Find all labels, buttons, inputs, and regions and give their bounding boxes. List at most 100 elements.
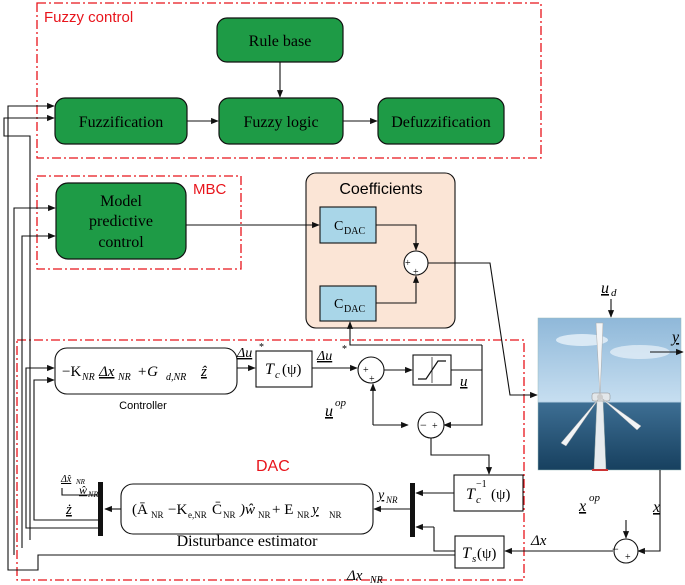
cdac-bottom-main: C [334,297,343,312]
estimator-formula-a-sub: NR [151,510,164,520]
dac-region [16,339,525,581]
u-to-cdac-arrow [346,321,482,346]
u-label: u [460,374,468,390]
delta-x-label: Δx [530,533,547,549]
tcinv-sup: −1 [476,479,487,490]
estimator-formula-a: (Ā [132,502,148,518]
controller-formula-3-sub: d,NR [166,372,186,383]
xop-sum-junction [613,538,639,564]
ts-label: T [462,545,472,562]
mpc-label-3: control [98,234,144,251]
ts-psi: (ψ) [477,546,496,562]
mbc-title: MBC [193,181,227,198]
xop-sum-minus: − [612,542,619,556]
dac-title: DAC [256,458,290,475]
fuzzy-control-region [36,2,542,159]
controller-formula-2: Δx [98,364,115,380]
tc-sub: c [275,369,280,381]
coef-sum-plus-top: + [405,258,411,269]
controller-formula-1-sub: NR [81,372,95,383]
uop-sup: op [335,397,347,409]
y-label: y [670,329,680,346]
delta-x-hat-nr-label: Δx̂ [60,474,72,485]
estimator-formula-c-sub: NR [223,510,236,520]
model-predictive-control-block [55,182,187,260]
mpc-input-bottom [21,232,56,548]
tc-transform-block [255,350,313,388]
uop-label: u [325,403,333,420]
coefficients-to-turbine [428,262,538,399]
delta-u-star-sup: * [342,344,347,355]
ud-sub: d [611,287,617,299]
delta-unr-label: Δu [236,346,252,361]
delta-u-star-label: Δu [316,349,332,364]
controller-formula-1: −K [62,364,81,380]
estimator-formula-f-sub: NR [329,510,342,520]
estimator-formula-d-sub: NR [258,510,271,520]
tc-label: T [265,361,275,378]
defuzzification-label: Defuzzification [391,114,491,131]
controller-caption: Controller [119,400,167,412]
delta-xnr-bottom-label: Δx [346,568,363,584]
estimator-formula-b: −K [168,502,187,518]
delta-x-hat-stub [61,488,98,496]
fuzzy-logic-label: Fuzzy logic [243,114,318,131]
cdac-top-sub: DAC [344,226,365,237]
wind-turbine-image [537,317,682,471]
cdac-bottom-to-sum [376,275,420,304]
tcinv-psi: (ψ) [491,487,510,503]
cdac-block-bottom [319,285,377,322]
uop-sum-plus-left: + [363,365,369,376]
ud-label: u [601,280,609,297]
estimator-formula-e: + E [272,502,293,518]
ts-to-bar-wire [433,527,455,552]
w-hat-nr-label: ŵ [79,483,87,497]
tcinv-label: T [466,486,476,503]
coef-sum-plus-bottom: + [413,267,419,278]
estimator-input-mux [410,483,415,537]
uop-sum-plus-bottom: + [369,374,375,385]
xop-sum-plus: + [625,552,631,563]
cdac-block-top [319,206,377,244]
mpc-input-top [13,204,56,555]
z-dot-label: ż [65,502,72,518]
estimator-formula-b-sub: e,NR [188,510,207,520]
cdac-bottom-sub: DAC [344,304,365,315]
delta-x-hat-nr-sub: NR [75,478,86,486]
disturbance-estimator-label: Disturbance estimator [177,533,319,550]
defuzzification-block [377,97,505,145]
ynr-sub: NR [385,495,398,505]
controller-formula-3: +G [137,364,158,380]
tc-inverse-block [453,474,524,512]
controller-formula-2-sub: NR [117,372,131,383]
coefficients-title: Coefficients [339,181,422,198]
tc-psi: (ψ) [282,362,301,378]
u-minus-sum-minus: − [420,418,427,432]
x-to-sum-arrow [637,470,661,555]
controller-block [54,347,238,395]
estimator-formula-d: )ŵ [239,502,255,518]
ynr-label: y [376,488,385,503]
fuzzy-control-title: Fuzzy control [44,9,133,26]
mpc-label-1: Model [100,193,142,210]
rule-base-label: Rule base [249,33,312,50]
estimator-formula-e-sub: NR [297,510,310,520]
minus-sum-to-tcinv [430,438,493,475]
tcinv-sub: c [476,494,481,506]
delta-x-feedback-arrow [25,364,98,529]
ts-sub: s [472,553,476,565]
xop-label: x [578,498,586,515]
controller-formula-4: ẑ [200,364,207,380]
estimator-output-demux [98,482,103,536]
mbc-region [36,175,242,270]
x-label: x [652,499,660,516]
xop-sup: op [589,492,601,504]
u-to-minus-sum [443,369,483,429]
estimator-formula-c: C̄ [212,502,222,518]
fuzzification-input-2 [3,114,55,540]
estimator-formula-f: y [310,502,319,518]
cdac-top-to-sum [376,224,420,251]
cdac-top-main: C [334,219,343,234]
